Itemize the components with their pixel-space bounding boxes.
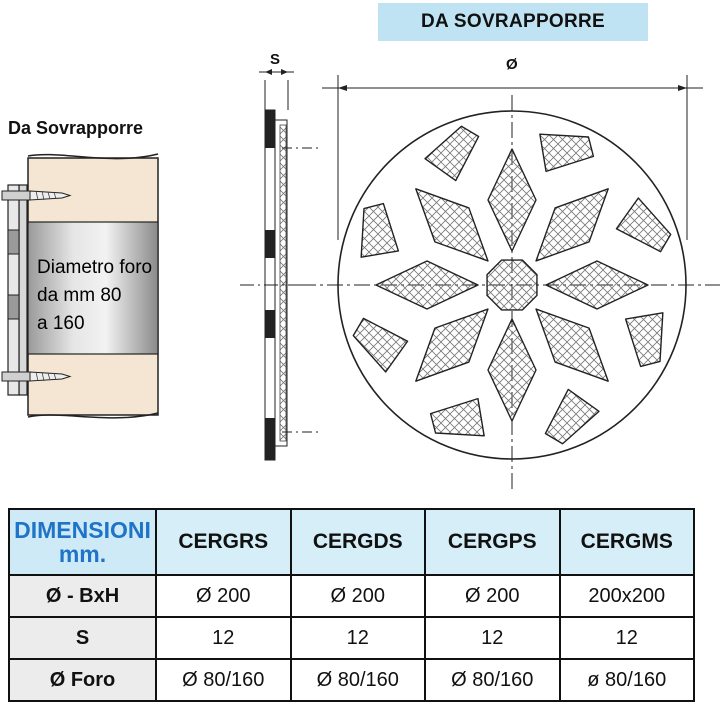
table-cell: 12 <box>424 616 561 660</box>
grille-outer-cell <box>352 317 409 373</box>
column-header: CERGRS <box>155 508 292 576</box>
grille-profile <box>18 184 28 396</box>
grille-inner-rhombus <box>415 308 489 382</box>
grille-outer-cell <box>624 312 664 368</box>
wall-section <box>1 153 159 419</box>
grille-outer-cell <box>539 133 595 173</box>
row-label: Ø - BxH <box>8 574 157 618</box>
table-row: Ø - BxH Ø 200 Ø 200 Ø 200 200x200 <box>8 574 695 618</box>
grille-inner-rhombus <box>545 260 649 310</box>
hole-diameter-note: Diametro foro da mm 80 a 160 <box>37 257 153 334</box>
table-cell: Ø 80/160 <box>155 658 292 702</box>
table-corner-cell: DIMENSIONI mm. <box>8 508 157 576</box>
column-header: CERGPS <box>424 508 561 576</box>
side-section <box>240 69 320 461</box>
grille-center-octagon <box>486 259 538 311</box>
grille-pattern <box>352 125 672 445</box>
table-cell: 12 <box>155 616 292 660</box>
table-cell: Ø 80/160 <box>289 658 426 702</box>
installation-label: Da Sovrapporre <box>8 118 144 138</box>
grille-outer-cell <box>360 202 400 258</box>
grille-outer-cell <box>615 197 672 253</box>
front-view <box>300 75 720 490</box>
dimensions-table: DIMENSIONI mm. CERGRS CERGDS CERGPS CERG… <box>8 508 695 702</box>
table-cell: 12 <box>289 616 426 660</box>
table-cell: ø 80/160 <box>558 658 695 702</box>
table-row: S 12 12 12 12 <box>8 616 695 660</box>
grille-inner-rhombus <box>415 188 489 262</box>
table-cell: Ø 200 <box>424 574 561 618</box>
grille-inner-rhombus <box>375 260 479 310</box>
technical-drawing <box>1 69 720 490</box>
table-header-row: DIMENSIONI mm. CERGRS CERGDS CERGPS CERG… <box>8 508 695 576</box>
grille-outer-cell <box>429 397 485 437</box>
grille-outline <box>337 110 687 460</box>
screw-icon <box>1 190 72 201</box>
grille-inner-rhombus <box>535 188 609 262</box>
grille-inner-rhombus <box>535 308 609 382</box>
row-label: S <box>8 616 157 660</box>
thickness-dimension-label: S <box>270 51 281 68</box>
grille-inner-rhombus <box>487 148 537 252</box>
pipe-hole <box>27 221 159 355</box>
screw-icon <box>1 371 72 382</box>
row-label: Ø Foro <box>8 658 157 702</box>
column-header: CERGMS <box>558 508 695 576</box>
grille-outer-cell <box>424 125 480 182</box>
table-cell: 200x200 <box>558 574 695 618</box>
table-row: Ø Foro Ø 80/160 Ø 80/160 Ø 80/160 ø 80/1… <box>8 658 695 702</box>
column-header: CERGDS <box>289 508 426 576</box>
page-title: DA SOVRAPPORRE <box>378 3 648 41</box>
diameter-dimension-label: Ø <box>506 56 518 73</box>
table-cell: 12 <box>558 616 695 660</box>
grille-inner-rhombus <box>487 318 537 422</box>
table-cell: Ø 80/160 <box>424 658 561 702</box>
table-cell: Ø 200 <box>289 574 426 618</box>
table-cell: Ø 200 <box>155 574 292 618</box>
grille-outer-cell <box>544 388 600 445</box>
